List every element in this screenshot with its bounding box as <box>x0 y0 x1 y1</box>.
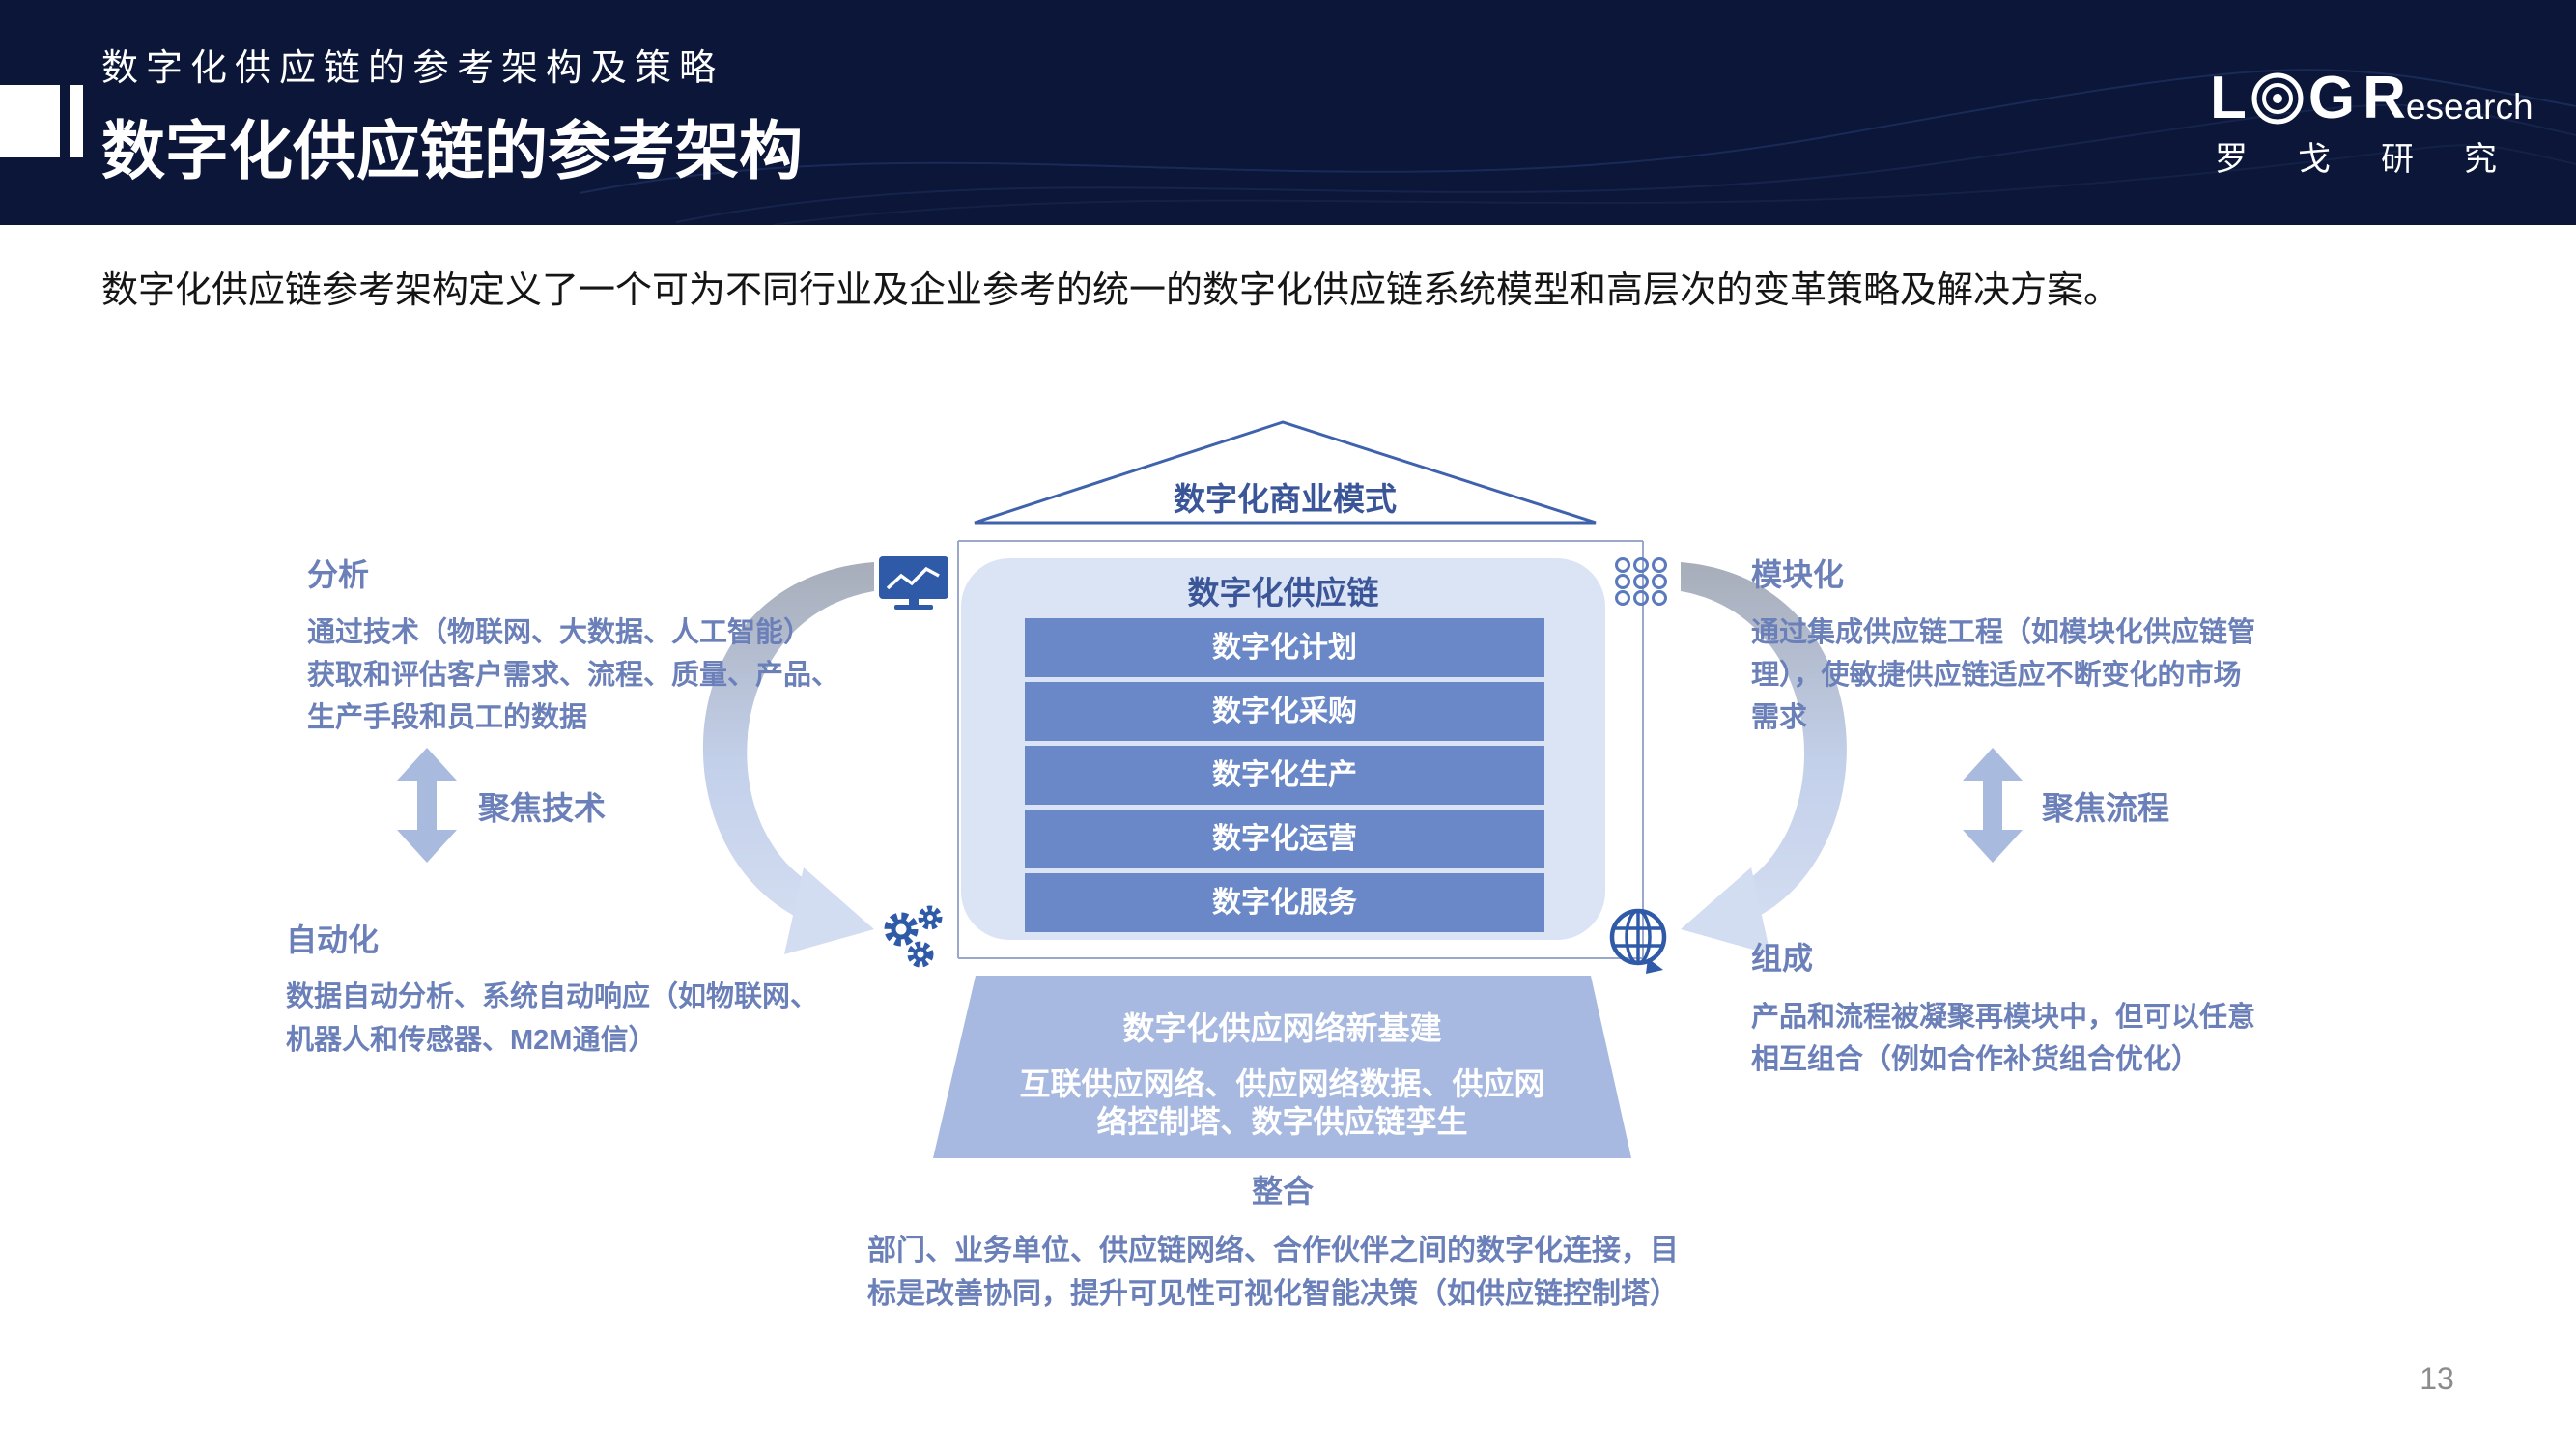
foundation-line: 络控制塔、数字供应链孪生 <box>1096 1104 1468 1139</box>
composition-description: 产品和流程被凝聚再模块中，但可以任意 相互组合（例如合作补货组合优化） <box>1751 996 2255 1081</box>
logo-letter: R <box>2363 65 2406 131</box>
analysis-description: 通过技术（物联网、大数据、人工智能） 获取和评估客户需求、流程、质量、产品、 生… <box>307 611 839 739</box>
core-layer-list: 数字化计划 数字化采购 数字化生产 数字化运营 数字化服务 <box>1025 618 1544 932</box>
page-subtitle: 数字化供应链的参考架构及策略 <box>101 48 724 89</box>
globe-icon <box>1609 908 1678 974</box>
business-model-label: 数字化商业模式 <box>1174 481 1397 517</box>
header-band <box>0 0 2576 225</box>
right-cycle-arc <box>1681 562 1847 925</box>
right-double-arrow-icon <box>1963 748 2023 863</box>
automation-line: 数据自动分析、系统自动响应（如物联网、 <box>286 981 819 1012</box>
core-layer-bar: 数字化生产 <box>1025 746 1544 805</box>
page-title: 数字化供应链的参考架构 <box>101 115 803 186</box>
analysis-label: 分析 <box>307 557 370 592</box>
intro-text: 数字化供应链参考架构定义了一个可为不同行业及企业参考的统一的数字化供应链系统模型… <box>101 270 2121 311</box>
logo: L G R esearch <box>2210 68 2534 129</box>
focus-process-label: 聚焦流程 <box>2042 790 2169 826</box>
header-accent-block <box>0 85 60 157</box>
automation-line: 机器人和传感器、M2M通信） <box>286 1025 657 1056</box>
composition-line: 相互组合（例如合作补货组合优化） <box>1751 1044 2200 1075</box>
core-panel-title: 数字化供应链 <box>1187 575 1379 611</box>
header-wave-line <box>675 103 2576 223</box>
automation-description: 数据自动分析、系统自动响应（如物联网、 机器人和传感器、M2M通信） <box>286 976 818 1063</box>
automation-label: 自动化 <box>286 923 380 957</box>
integration-label: 整合 <box>1251 1174 1314 1208</box>
core-layer-bar: 数字化计划 <box>1025 618 1544 677</box>
analysis-line: 生产手段和员工的数据 <box>307 702 588 733</box>
dot-grid-icon <box>1615 557 1667 606</box>
focus-technology-label: 聚焦技术 <box>478 790 606 826</box>
roof-triangle <box>974 420 1597 525</box>
composition-line: 产品和流程被凝聚再模块中，但可以任意 <box>1751 1002 2256 1033</box>
modularity-line: 通过集成供应链工程（如模块化供应链管 <box>1751 617 2256 648</box>
modularity-description: 通过集成供应链工程（如模块化供应链管 理），使敏捷供应链适应不断变化的市场 需求 <box>1751 611 2255 739</box>
monitor-chart-icon <box>879 556 948 610</box>
foundation-line: 互联供应网络、供应网络数据、供应网 <box>1019 1066 1545 1101</box>
gears-icon <box>884 905 943 968</box>
right-cycle-arrowhead <box>1681 867 1770 954</box>
header-wave-decoration <box>579 69 2576 225</box>
modularity-line: 需求 <box>1751 702 1808 733</box>
composition-label: 组成 <box>1751 941 1814 976</box>
left-cycle-arc <box>702 562 874 925</box>
header-accent-bar <box>70 85 83 157</box>
left-double-arrow-icon <box>397 748 457 863</box>
header-wave-line <box>772 144 2576 225</box>
modularity-label: 模块化 <box>1751 557 1845 592</box>
logo-target-icon <box>2251 72 2304 125</box>
logo-chinese-name: 罗戈研究 <box>2215 141 2547 178</box>
left-cycle-arrowhead <box>784 867 874 954</box>
foundation-title: 数字化供应网络新基建 <box>1122 1010 1442 1046</box>
core-layer-bar: 数字化采购 <box>1025 682 1544 741</box>
logo-letter: G <box>2307 65 2356 131</box>
integration-description: 部门、业务单位、供应链网络、合作伙伴之间的数字化连接，目 标是改善协同，提升可见… <box>867 1229 1679 1316</box>
integration-line: 标是改善协同，提升可见性可视化智能决策（如供应链控制塔） <box>867 1278 1679 1310</box>
integration-line: 部门、业务单位、供应链网络、合作伙伴之间的数字化连接，目 <box>867 1235 1679 1266</box>
analysis-line: 获取和评估客户需求、流程、质量、产品、 <box>307 660 840 691</box>
core-layer-bar: 数字化服务 <box>1025 873 1544 932</box>
logo-letters-small: esearch <box>2405 87 2534 127</box>
modularity-line: 理），使敏捷供应链适应不断变化的市场 <box>1751 660 2242 691</box>
page-number: 13 <box>2420 1361 2454 1396</box>
logo-letter: L <box>2210 65 2247 131</box>
header-wave-line <box>579 69 2576 194</box>
foundation-description: 互联供应网络、供应网络数据、供应网 络控制塔、数字供应链孪生 <box>933 1065 1631 1141</box>
foundation-trapezoid <box>933 976 1631 1158</box>
analysis-line: 通过技术（物联网、大数据、人工智能） <box>307 617 812 648</box>
core-layer-bar: 数字化运营 <box>1025 810 1544 868</box>
